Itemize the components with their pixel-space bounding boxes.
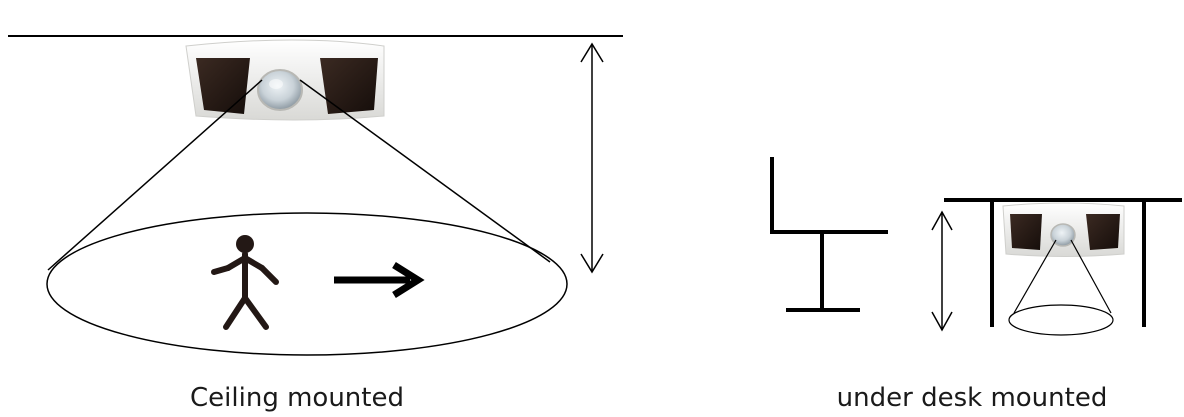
ceiling-height-double-headed-arrow-icon	[580, 42, 604, 274]
under-desk-height-double-headed-arrow-icon	[931, 210, 953, 332]
ceiling-mounted-caption: Ceiling mounted	[190, 383, 404, 413]
under-desk-detection-area-ellipse	[1008, 304, 1114, 336]
desk-icon	[944, 198, 1182, 327]
under-desk-cone-edge-left	[1013, 239, 1057, 314]
ceiling-sensor-icon	[185, 39, 385, 121]
chair-icon	[770, 157, 888, 312]
under-desk-scene	[770, 157, 1182, 336]
under-desk-mounted-caption: under desk mounted	[836, 383, 1108, 413]
under-desk-cone-edge-right	[1070, 239, 1112, 314]
detection-cone-edge-right	[299, 79, 551, 263]
stick-figure-person-icon	[211, 235, 279, 330]
right-arrow-icon	[334, 262, 425, 298]
under-desk-sensor-icon	[1002, 202, 1125, 257]
detection-area-ellipse	[46, 212, 568, 356]
detection-cone-edge-left	[47, 79, 263, 271]
ceiling-scene	[8, 35, 623, 356]
